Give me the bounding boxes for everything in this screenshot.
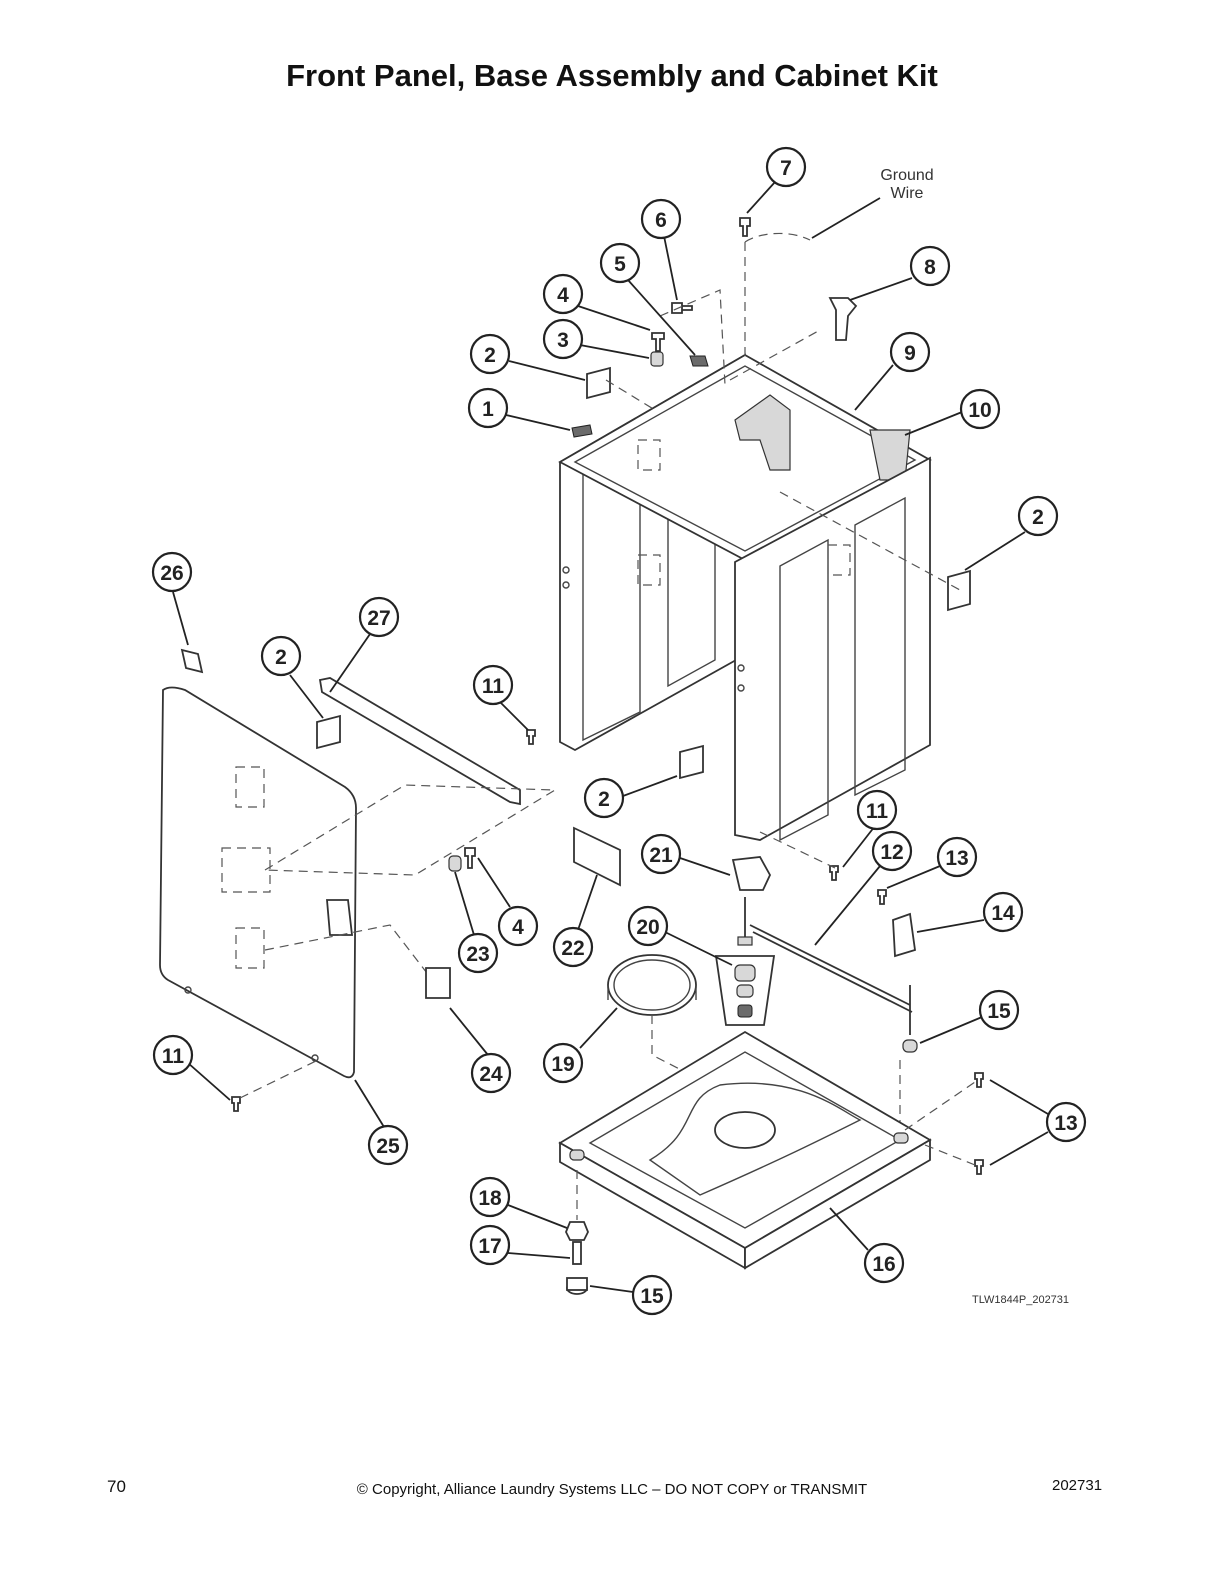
svg-text:10: 10 [968,399,991,422]
ground-wire-label-line1: Ground [880,167,933,184]
callout-27: 27 [358,596,400,638]
callout-7: 7 [765,146,807,188]
svg-text:15: 15 [987,1000,1011,1023]
svg-text:4: 4 [557,284,569,307]
callout-13b: 13 [1045,1101,1087,1143]
svg-text:20: 20 [636,916,659,939]
base-assembly [558,1030,984,1295]
svg-text:9: 9 [904,342,916,365]
callout-6: 6 [640,198,682,240]
callout-4b: 4 [497,905,539,947]
callout-12: 12 [871,830,913,872]
callout-11: 11 [472,664,514,706]
callout-2d: 2 [583,777,625,819]
svg-text:8: 8 [924,256,936,279]
callout-15b: 15 [631,1274,673,1316]
callout-9: 9 [889,331,931,373]
callout-17: 17 [469,1224,511,1266]
top-hardware [571,217,858,438]
callout-19: 19 [542,1042,584,1084]
svg-text:17: 17 [478,1235,501,1258]
callout-10: 10 [959,388,1001,430]
svg-text:13: 13 [1054,1112,1077,1135]
svg-text:25: 25 [376,1135,400,1158]
callout-2b: 2 [1017,495,1059,537]
callout-11c: 11 [152,1034,194,1076]
svg-text:22: 22 [561,937,584,960]
page-number: 70 [107,1477,126,1496]
svg-text:13: 13 [945,847,968,870]
callout-11b: 11 [856,789,898,831]
page-title: Front Panel, Base Assembly and Cabinet K… [286,58,938,93]
callout-20: 20 [627,905,669,947]
callout-26: 26 [151,551,193,593]
suspension-parts [607,856,918,1130]
callout-13: 13 [936,836,978,878]
svg-text:1: 1 [482,398,494,421]
callout-25: 25 [367,1124,409,1166]
copyright-notice: © Copyright, Alliance Laundry Systems LL… [356,1481,868,1498]
svg-text:2: 2 [598,788,610,811]
callout-5: 5 [599,242,641,284]
svg-text:7: 7 [780,157,792,180]
svg-text:2: 2 [275,646,287,669]
svg-text:16: 16 [872,1253,895,1276]
callout-16: 16 [863,1242,905,1284]
callout-2: 2 [469,333,511,375]
callout-23: 23 [457,932,499,974]
panel-hardware [231,729,839,1112]
svg-text:23: 23 [466,943,489,966]
svg-text:6: 6 [655,209,667,232]
callout-21: 21 [640,833,682,875]
callout-14: 14 [982,891,1024,933]
callout-8: 8 [909,245,951,287]
front-brace [318,677,521,806]
callout-22: 22 [552,926,594,968]
svg-text:2: 2 [1032,506,1044,529]
document-number: 202731 [1052,1477,1103,1494]
svg-text:3: 3 [557,329,569,352]
callout-1: 1 [467,387,509,429]
svg-text:2: 2 [484,344,496,367]
callout-4: 4 [542,273,584,315]
svg-text:14: 14 [991,902,1015,925]
svg-text:27: 27 [367,607,390,630]
svg-text:4: 4 [512,916,524,939]
svg-text:26: 26 [160,562,183,585]
svg-text:19: 19 [551,1053,574,1076]
callout-18: 18 [469,1176,511,1218]
svg-text:12: 12 [880,841,903,864]
svg-text:11: 11 [482,675,505,698]
diagram-reference-code: TLW1844P_202731 [972,1294,1070,1306]
svg-text:18: 18 [478,1187,502,1210]
svg-text:15: 15 [640,1285,664,1308]
callout-15: 15 [978,989,1020,1031]
callout-24: 24 [470,1052,512,1094]
svg-text:5: 5 [614,253,626,276]
leader-lines [172,181,1049,1293]
ground-wire-label-line2: Wire [891,185,924,202]
svg-text:21: 21 [649,844,673,867]
svg-text:24: 24 [479,1063,503,1086]
svg-text:11: 11 [162,1045,185,1068]
svg-text:11: 11 [866,800,889,823]
cabinet-shell [558,353,932,842]
right-decal [947,569,971,612]
callout-2c: 2 [260,635,302,677]
callout-3: 3 [542,318,584,360]
front-panel [159,648,357,1079]
